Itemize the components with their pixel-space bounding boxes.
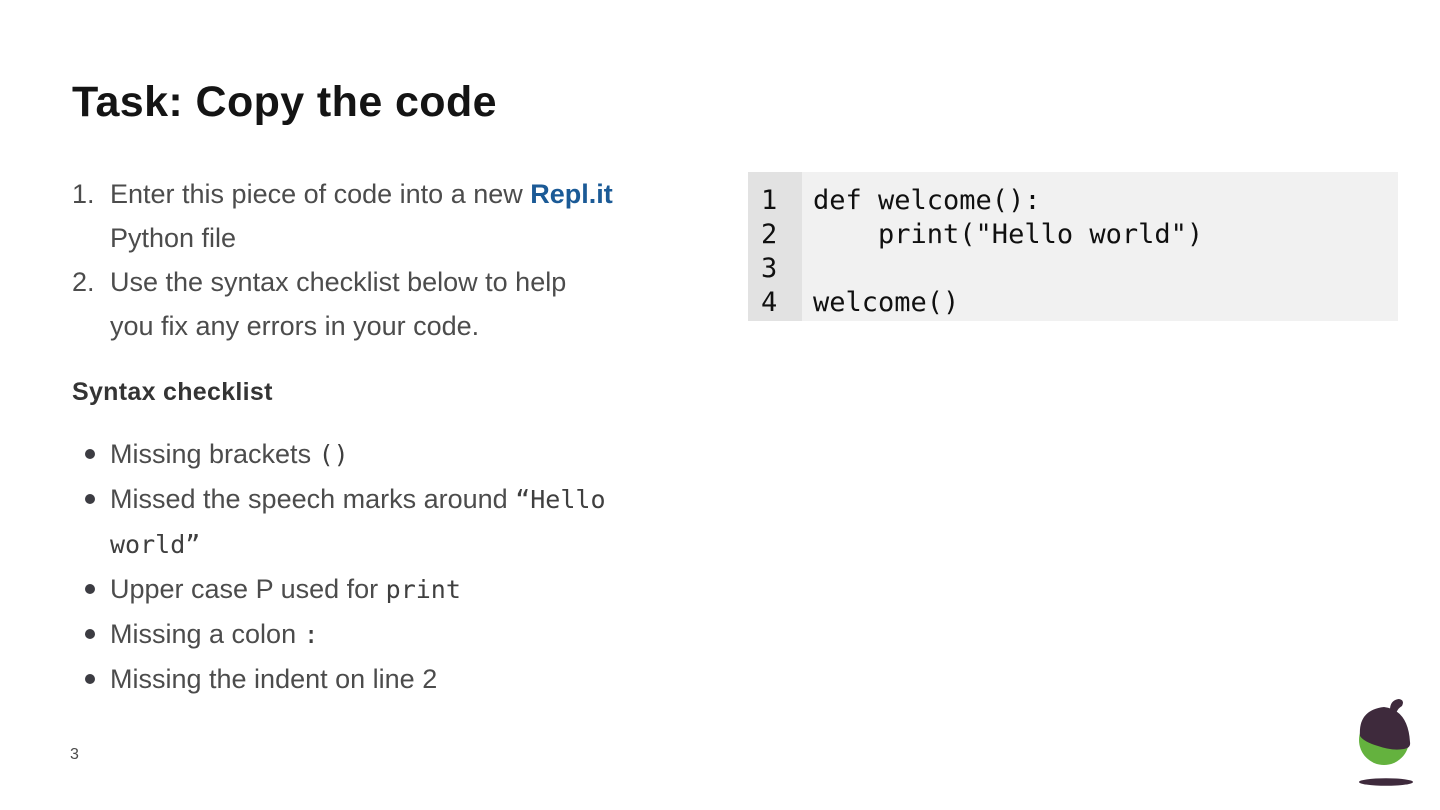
instruction-text: you fix any errors in your code.: [110, 311, 480, 341]
checklist-code: :: [303, 620, 319, 649]
code-snippet-panel: 1 2 3 4 def welcome(): print("Hello worl…: [748, 172, 1398, 321]
acorn-shadow: [1359, 778, 1413, 786]
checklist-item: Missing brackets (): [72, 432, 690, 477]
checklist-code: print: [385, 575, 461, 604]
line-number: 4: [761, 287, 778, 318]
checklist-item: Missed the speech marks around “Hello wo…: [72, 477, 690, 567]
line-number: 3: [761, 253, 778, 284]
checklist-text: Missing a colon: [110, 619, 304, 649]
code-line: print("Hello world"): [813, 219, 1204, 250]
checklist-item: Upper case P used for print: [72, 567, 690, 612]
page-number: 3: [70, 746, 79, 763]
checklist-text: Missing brackets: [110, 439, 319, 469]
checklist-heading: Syntax checklist: [72, 378, 273, 406]
line-number: 1: [761, 185, 778, 216]
instruction-text: Enter this piece of code into a new: [110, 179, 531, 209]
instruction-text: Python file: [110, 223, 237, 253]
list-item-text: Enter this piece of code into a new Repl…: [110, 172, 613, 260]
checklist-item-text: Missing the indent on line 2: [110, 657, 690, 702]
checklist-text: Upper case P used for: [110, 574, 386, 604]
bullet-icon: [72, 657, 110, 702]
instruction-list: 1. Enter this piece of code into a new R…: [72, 172, 732, 348]
code-line: [813, 252, 1203, 286]
bullet-icon: [72, 477, 110, 567]
acorn-cap: [1359, 707, 1411, 750]
bullet-icon: [72, 567, 110, 612]
checklist-code: “Hello world”: [110, 485, 606, 559]
list-item: 1. Enter this piece of code into a new R…: [72, 172, 732, 260]
checklist-item-text: Upper case P used for print: [110, 567, 690, 612]
line-number-gutter: 1 2 3 4: [748, 172, 802, 321]
replit-link[interactable]: Repl.it: [530, 179, 613, 209]
code-line: welcome(): [813, 287, 960, 318]
list-number: 2.: [72, 267, 95, 297]
syntax-checklist: Missing brackets () Missed the speech ma…: [72, 432, 690, 702]
list-item-text: Use the syntax checklist below to help y…: [110, 260, 566, 348]
checklist-item-text: Missing a colon :: [110, 612, 690, 657]
page-title: Task: Copy the code: [72, 78, 497, 126]
oak-acorn-logo: [1359, 699, 1413, 786]
checklist-item: Missing the indent on line 2: [72, 657, 690, 702]
line-number: 2: [761, 219, 778, 250]
checklist-text: Missing the indent on line 2: [110, 664, 438, 694]
checklist-item: Missing a colon :: [72, 612, 690, 657]
checklist-item-text: Missed the speech marks around “Hello wo…: [110, 477, 690, 567]
list-item: 2. Use the syntax checklist below to hel…: [72, 260, 732, 348]
bullet-icon: [72, 432, 110, 477]
list-number: 1.: [72, 179, 95, 209]
bullet-icon: [72, 612, 110, 657]
checklist-text: Missed the speech marks around: [110, 484, 516, 514]
code-line: def welcome():: [813, 185, 1041, 216]
code-lines: def welcome(): print("Hello world") welc…: [802, 172, 1203, 321]
instruction-text: Use the syntax checklist below to help: [110, 267, 567, 297]
checklist-item-text: Missing brackets (): [110, 432, 690, 477]
acorn-stem: [1390, 699, 1403, 714]
checklist-code: (): [318, 440, 349, 469]
